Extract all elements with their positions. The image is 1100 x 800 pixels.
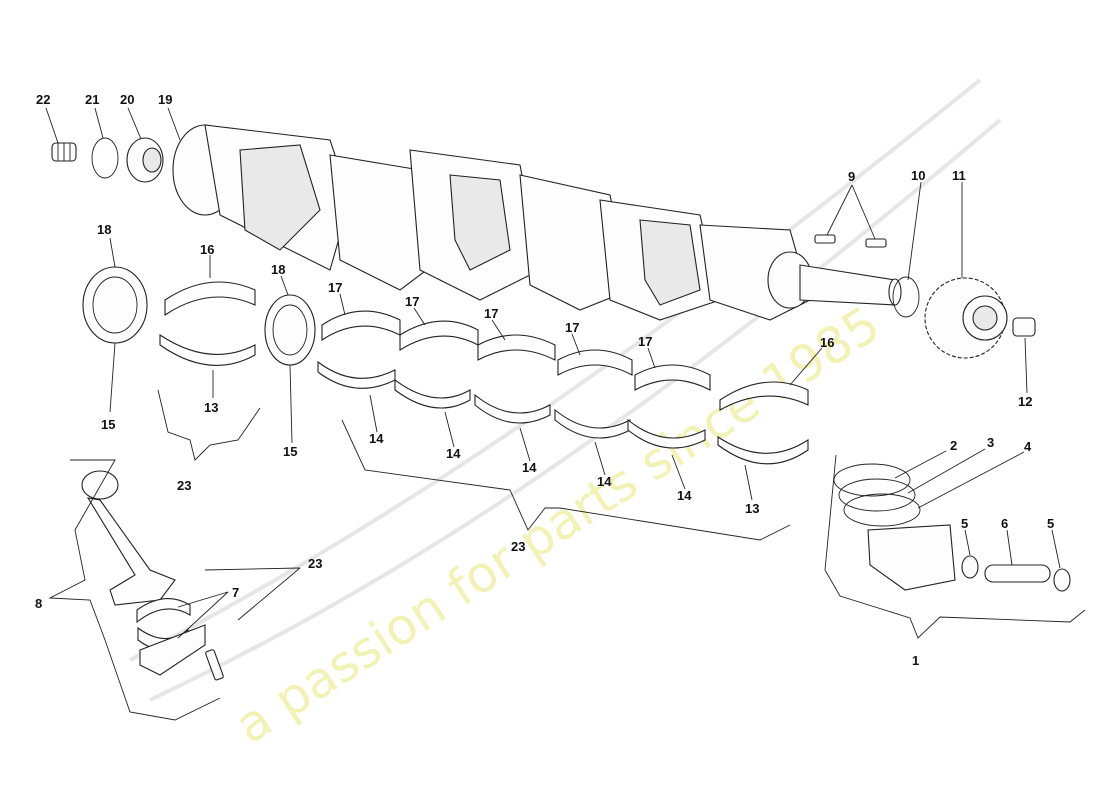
callout-17-1: 17 (328, 280, 342, 295)
callout-9: 9 (848, 169, 855, 184)
connecting-rod (81, 470, 224, 681)
callout-5-right: 5 (1047, 516, 1054, 531)
callout-13-right: 13 (745, 501, 759, 516)
screw-plug-22 (51, 142, 77, 162)
screw-plug-12 (1012, 317, 1036, 337)
callout-14-4: 14 (597, 474, 612, 489)
callout-15-left: 15 (101, 417, 115, 432)
callout-1: 1 (912, 653, 919, 668)
callout-10: 10 (911, 168, 925, 183)
callout-8: 8 (35, 596, 42, 611)
callout-4: 4 (1024, 439, 1032, 454)
callout-11: 11 (952, 168, 966, 183)
callout-17-2: 17 (405, 294, 419, 309)
callout-14-3: 14 (522, 460, 537, 475)
callout-7: 7 (232, 585, 239, 600)
brackets (48, 389, 1086, 721)
callout-14-2: 14 (446, 446, 461, 461)
callout-15-middle: 15 (283, 444, 297, 459)
callout-21: 21 (85, 92, 99, 107)
callout-3: 3 (987, 435, 994, 450)
callout-20: 20 (120, 92, 134, 107)
callout-19: 19 (158, 92, 172, 107)
crankshaft (172, 124, 902, 321)
callout-5-left: 5 (961, 516, 968, 531)
callout-13-left: 13 (204, 400, 218, 415)
callout-6: 6 (1001, 516, 1008, 531)
keys-9 (814, 234, 887, 248)
callout-16-right: 16 (820, 335, 834, 350)
callout-14-1: 14 (369, 431, 384, 446)
sprocket-11 (924, 277, 1008, 359)
callout-12: 12 (1018, 394, 1032, 409)
callout-2: 2 (950, 438, 957, 453)
callout-labels: 1 2 3 4 5 5 6 7 8 9 10 11 12 13 13 14 14… (35, 92, 1054, 668)
callout-17-3: 17 (484, 306, 498, 321)
circlip-21 (91, 137, 119, 179)
callout-22: 22 (36, 92, 50, 107)
callout-18-left: 18 (97, 222, 111, 237)
watermark-tagline: a passion for parts since 1985 (225, 295, 890, 755)
callout-23-middle: 23 (511, 539, 525, 554)
callout-14-5: 14 (677, 488, 692, 503)
callout-17-5: 17 (638, 334, 652, 349)
leader-lines (45, 107, 1061, 639)
callout-17-4: 17 (565, 320, 579, 335)
thrust-washer-18-middle (264, 294, 316, 366)
piston-assembly (833, 463, 1071, 592)
seal-ring-10 (892, 276, 920, 318)
bearing-shells (159, 281, 809, 465)
callout-23-left: 23 (177, 478, 191, 493)
callout-23-rod: 23 (308, 556, 322, 571)
thrust-washer-18-left (82, 266, 148, 344)
callout-16-left: 16 (200, 242, 214, 257)
bearing-20 (126, 137, 164, 183)
callout-18-middle: 18 (271, 262, 285, 277)
